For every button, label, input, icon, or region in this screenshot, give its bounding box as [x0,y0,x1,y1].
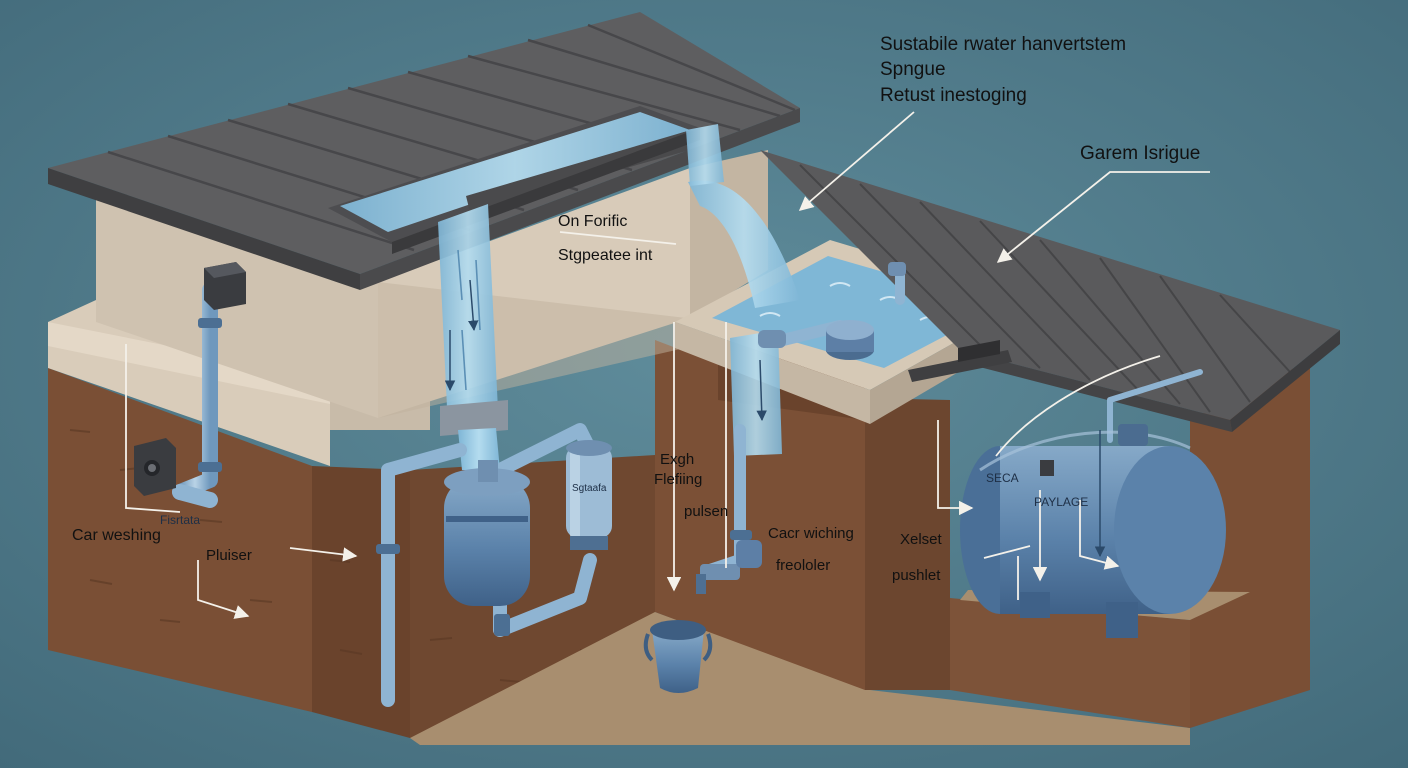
pushlet-label: pushlet [892,567,941,584]
filter-canister [566,440,612,550]
junction-box-upper [204,262,246,310]
title-line-1: Sustabile rwater hanvertstem [880,34,1127,55]
xelset-label: Xelset [900,531,942,548]
waterfall [686,124,800,456]
pit-floor [410,612,1190,745]
pulsen-label: pulsen [684,503,729,520]
title-line-2: Spngue [880,59,946,80]
tank-bracket [908,340,1012,382]
tank-text-right: PAYLAGE [1034,495,1089,509]
tap-valve [696,540,762,594]
exgh-label: Exgh [660,451,695,468]
pipe-couplings [198,318,752,636]
flow-arrows [444,279,1106,558]
storage-tank [960,424,1226,638]
junction-box-lower [134,438,176,496]
car-washing-left-label: Car weshing [72,527,161,544]
stgpeatee-label: Stgpeatee int [558,247,653,264]
flefing-label: Flefiing [654,471,703,488]
on-forific-label: On Forific [558,213,628,230]
bucket [643,620,713,693]
tank-text-left: SECA [986,471,1019,485]
basin-pump [758,262,906,360]
leader-lines [125,111,1210,619]
filter-vessel [444,460,530,606]
title-line-3: Retust inestoging [880,85,1027,106]
filter-canister-label: Sgtaafa [572,483,607,494]
filter-small-label: Fisrtata [160,513,201,527]
car-washing-right-label: Cacr wiching [768,525,854,542]
downspout-water [438,204,508,470]
garden-irrigation-label: Garem Isrigue [1080,143,1201,164]
roof-right [760,150,1340,432]
plusier-label: Pluiser [206,547,252,564]
freololer-label: freololer [776,557,831,574]
